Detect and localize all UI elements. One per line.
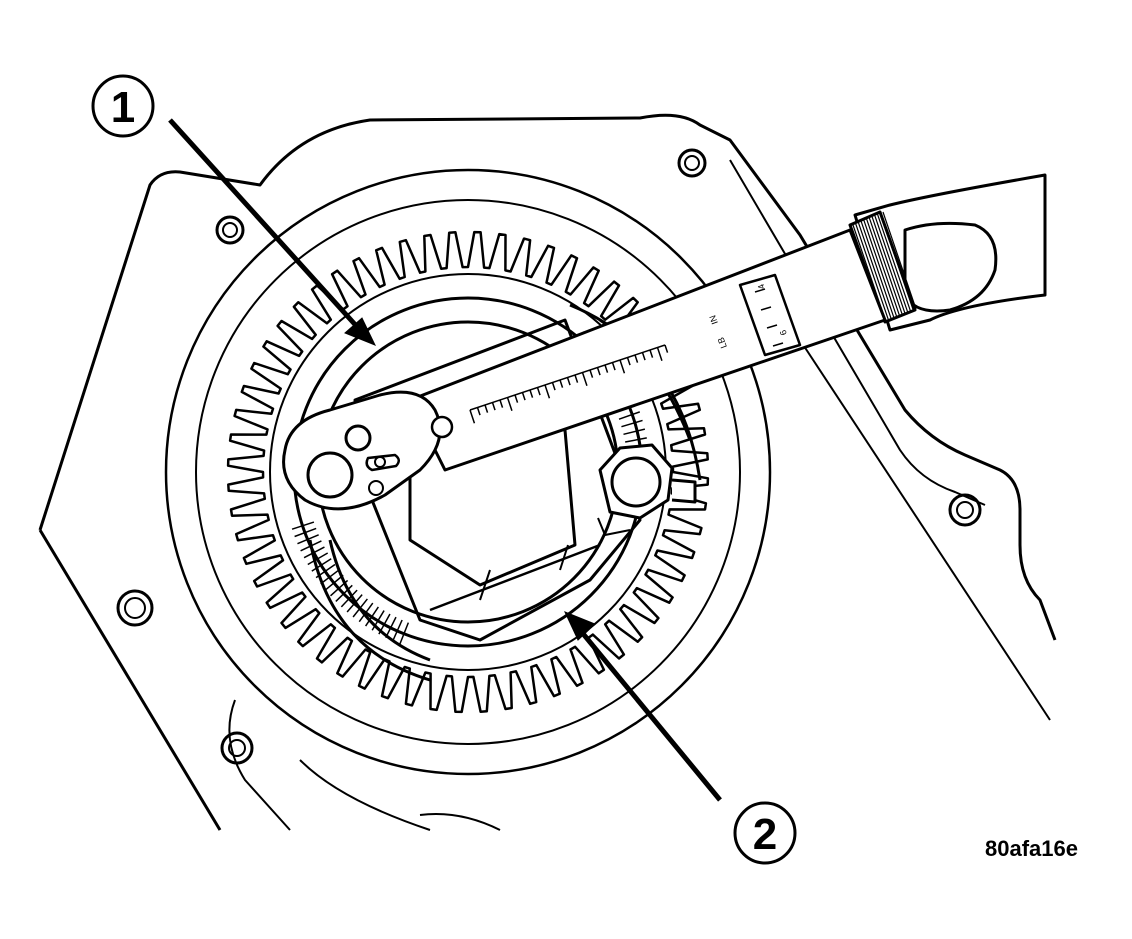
scale-tick: [649, 349, 654, 358]
hatch-line: [625, 437, 647, 443]
hatch-line: [315, 563, 336, 579]
scale-tick: [521, 392, 526, 401]
scale-tick: [664, 344, 669, 353]
knurl-line: [876, 214, 912, 312]
leader-line-1: [168, 118, 362, 332]
scale-tick: [566, 377, 571, 386]
hatch-line: [307, 552, 329, 566]
sleeve-tick: [772, 342, 784, 347]
gear-teeth: [226, 230, 710, 714]
scale-tick: [476, 407, 481, 416]
callout-1: 1: [91, 74, 155, 138]
knurl-line: [866, 218, 901, 317]
scale-tick: [529, 389, 534, 398]
hatch-line: [371, 610, 385, 631]
hatch-line: [297, 534, 319, 545]
scale-unit-lb: LB: [716, 336, 729, 350]
hatch-line: [623, 428, 646, 436]
hatch-line: [294, 527, 317, 538]
sleeve-tick: [760, 306, 772, 311]
leader-arrowhead-1: [344, 317, 377, 346]
scale-tick: [536, 387, 541, 396]
scale-mark-b: 6: [778, 329, 789, 337]
scale-tick: [551, 382, 556, 391]
scale-tick: [559, 379, 564, 388]
knurl-line: [871, 216, 906, 314]
scale-tick: [656, 347, 663, 362]
knurl-line: [868, 217, 903, 316]
scale-tick: [634, 354, 639, 363]
bearing-hatch-left: [291, 521, 410, 645]
knurl-line: [860, 221, 895, 319]
knurl-line: [863, 220, 898, 318]
leader-arrows: [168, 118, 722, 802]
knurl-line: [857, 222, 893, 320]
wrench-knurl: [852, 211, 917, 323]
hatch-line: [392, 619, 403, 642]
scale-tick: [589, 369, 594, 378]
hatch-line: [385, 616, 397, 639]
hatch-line: [340, 589, 358, 608]
hatch-line: [303, 546, 325, 559]
hatch-line: [399, 622, 410, 645]
hatch-line: [621, 419, 643, 428]
housing-bore: [164, 168, 772, 776]
scale-tick: [544, 384, 551, 399]
hatch-line: [378, 613, 391, 635]
wrench-scale-ticks: [469, 288, 784, 424]
knurl-line: [879, 212, 914, 311]
bolt-holes: [116, 148, 982, 765]
scale-unit-in: IN: [707, 314, 719, 326]
callout-circle-2: [733, 801, 797, 865]
hatch-line: [352, 598, 368, 618]
hatch-line: [291, 521, 315, 530]
hatch-line: [300, 540, 322, 552]
hatch-line: [346, 594, 363, 613]
hatch-line: [324, 574, 344, 591]
scale-tick: [469, 409, 476, 424]
scale-tick: [611, 362, 616, 371]
hatch-line: [618, 411, 641, 420]
callout-2: 2: [733, 801, 797, 865]
callout-label-1: 1: [111, 83, 135, 132]
knurl-line: [874, 215, 909, 313]
hatch-line: [311, 558, 332, 572]
knurl-line: [882, 211, 917, 310]
scale-tick: [626, 357, 631, 366]
leader-line-2: [578, 628, 722, 802]
figure-code: 80afa16e: [985, 836, 1078, 861]
scale-mark-a: 4: [756, 283, 767, 291]
callout-label-2: 2: [753, 810, 777, 859]
hatch-line: [320, 569, 340, 585]
scale-tick: [506, 397, 513, 412]
scale-tick: [574, 374, 579, 383]
knurl-line: [852, 224, 887, 323]
sleeve-tick: [754, 288, 766, 293]
callout-circle-1: [91, 74, 155, 138]
scale-tick: [491, 402, 496, 411]
sleeve-tick: [766, 324, 778, 329]
scale-tick: [604, 364, 609, 373]
scale-tick: [619, 359, 626, 374]
ring-gear: [226, 230, 710, 714]
scale-tick: [641, 352, 646, 361]
scale-tick: [514, 394, 519, 403]
adjuster-bolt: [597, 443, 697, 536]
leader-arrowhead-2: [564, 611, 596, 641]
hatch-line: [358, 602, 374, 623]
torque-wrench: [282, 173, 1047, 511]
scale-tick: [596, 367, 601, 376]
hatch-line: [330, 579, 349, 597]
knurl-line: [855, 223, 890, 322]
scale-tick: [499, 399, 504, 408]
hatch-line: [364, 606, 379, 627]
scale-tick: [581, 372, 588, 387]
scale-tick: [484, 404, 489, 413]
hatch-line: [335, 584, 353, 602]
wrench-scale-labels: IN LB 4 6: [707, 283, 788, 350]
